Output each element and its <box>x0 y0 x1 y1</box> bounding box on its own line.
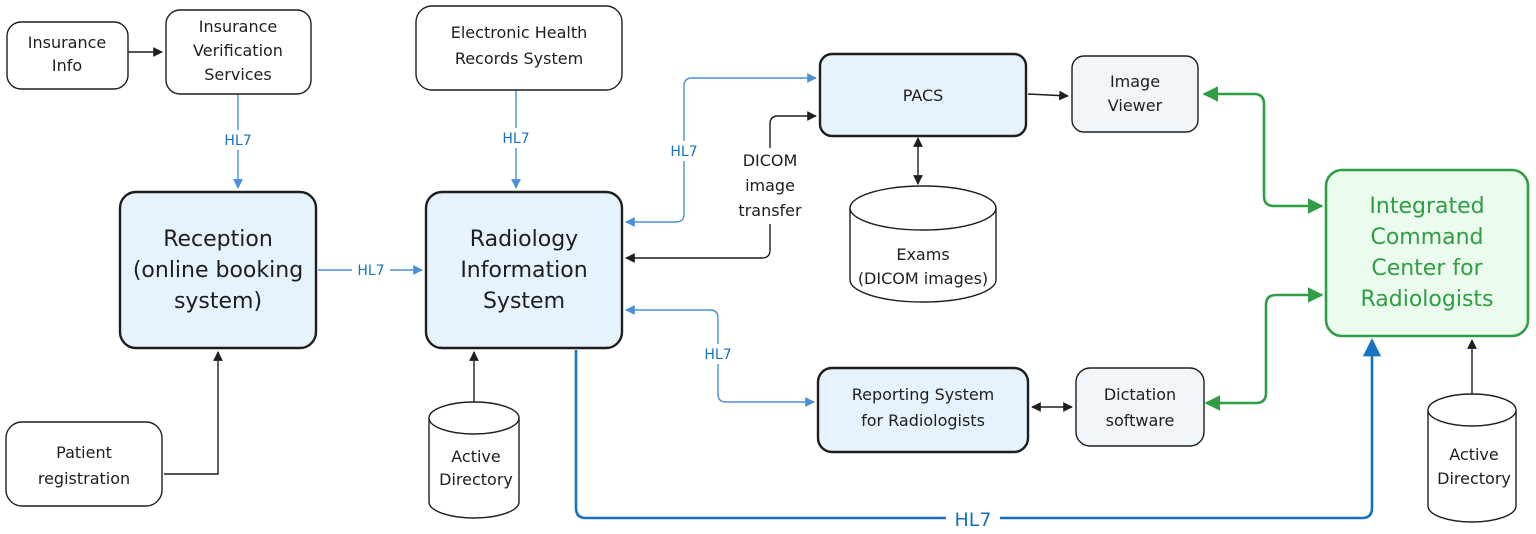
edge-patient-to-reception <box>164 351 223 475</box>
edge-viewer-command-center <box>1202 86 1324 214</box>
dicom-label-line-3: transfer <box>738 201 802 220</box>
verification-line-2: Verification <box>193 41 283 60</box>
exams-line-2: (DICOM images) <box>858 269 988 288</box>
hl7-label-verification: HL7 <box>224 133 251 149</box>
edge-pacs-to-viewer <box>1027 90 1069 101</box>
hl7-label-reporting: HL7 <box>704 347 731 363</box>
command-center-line-3: Center for <box>1371 256 1483 281</box>
command-center-line-2: Command <box>1370 225 1483 250</box>
node-image-viewer[interactable]: Image Viewer <box>1071 55 1199 133</box>
ris-line-3: System <box>483 289 565 314</box>
reporting-line-2: for Radiologists <box>861 411 985 430</box>
command-center-line-4: Radiologists <box>1360 287 1493 312</box>
insurance-info-line-2: Info <box>52 56 82 75</box>
reporting-line-1: Reporting System <box>852 385 995 404</box>
dictation-line-2: software <box>1106 411 1175 430</box>
image-viewer-line-1: Image <box>1110 72 1160 91</box>
node-reporting-system[interactable]: Reporting System for Radiologists <box>816 366 1030 454</box>
hl7-label-reception: HL7 <box>357 263 384 279</box>
verification-line-1: Insurance <box>199 17 278 36</box>
reception-line-1: Reception <box>163 227 273 252</box>
node-dictation-software[interactable]: Dictation software <box>1075 367 1205 447</box>
patient-registration-line-1: Patient <box>56 443 112 462</box>
ad-right-line-1: Active <box>1449 445 1499 464</box>
node-reception[interactable]: Reception (online booking system) <box>118 190 318 350</box>
reception-line-2: (online booking <box>133 258 303 283</box>
hl7-label-command-center: HL7 <box>955 509 992 531</box>
ris-line-1: Radiology <box>470 227 578 252</box>
insurance-info-line-1: Insurance <box>28 33 107 52</box>
ehr-line-1: Electronic Health <box>451 23 588 42</box>
image-viewer-line-2: Viewer <box>1108 96 1163 115</box>
node-active-directory-left[interactable]: Active Directory <box>428 401 520 519</box>
hl7-label-pacs: HL7 <box>670 144 697 160</box>
dicom-label-line-2: image <box>745 176 795 195</box>
reception-line-3: system) <box>174 289 262 314</box>
node-command-center[interactable]: Integrated Command Center for Radiologis… <box>1324 168 1530 338</box>
hl7-label-ehr: HL7 <box>502 131 529 147</box>
ad-right-line-2: Directory <box>1437 469 1511 488</box>
node-ehr[interactable]: Electronic Health Records System <box>415 5 623 91</box>
ad-left-line-2: Directory <box>439 470 513 489</box>
ad-left-line-1: Active <box>451 447 501 466</box>
edge-dictation-command-center <box>1204 287 1324 411</box>
exams-line-1: Exams <box>896 245 949 264</box>
dictation-line-1: Dictation <box>1104 385 1176 404</box>
patient-registration-line-2: registration <box>38 469 130 488</box>
node-ris[interactable]: Radiology Information System <box>424 190 624 350</box>
verification-line-3: Services <box>204 65 271 84</box>
node-active-directory-right[interactable]: Active Directory <box>1427 393 1517 523</box>
node-exams[interactable]: Exams (DICOM images) <box>849 185 997 303</box>
node-patient-registration[interactable]: Patient registration <box>5 421 163 507</box>
dicom-label-line-1: DICOM <box>743 151 798 170</box>
node-pacs[interactable]: PACS <box>818 52 1028 138</box>
node-insurance-info[interactable]: Insurance Info <box>6 21 129 90</box>
ris-line-2: Information <box>460 258 587 283</box>
ehr-line-2: Records System <box>455 49 583 68</box>
pacs-label: PACS <box>903 86 944 105</box>
command-center-line-1: Integrated <box>1369 194 1484 219</box>
node-insurance-verification[interactable]: Insurance Verification Services <box>165 9 312 95</box>
